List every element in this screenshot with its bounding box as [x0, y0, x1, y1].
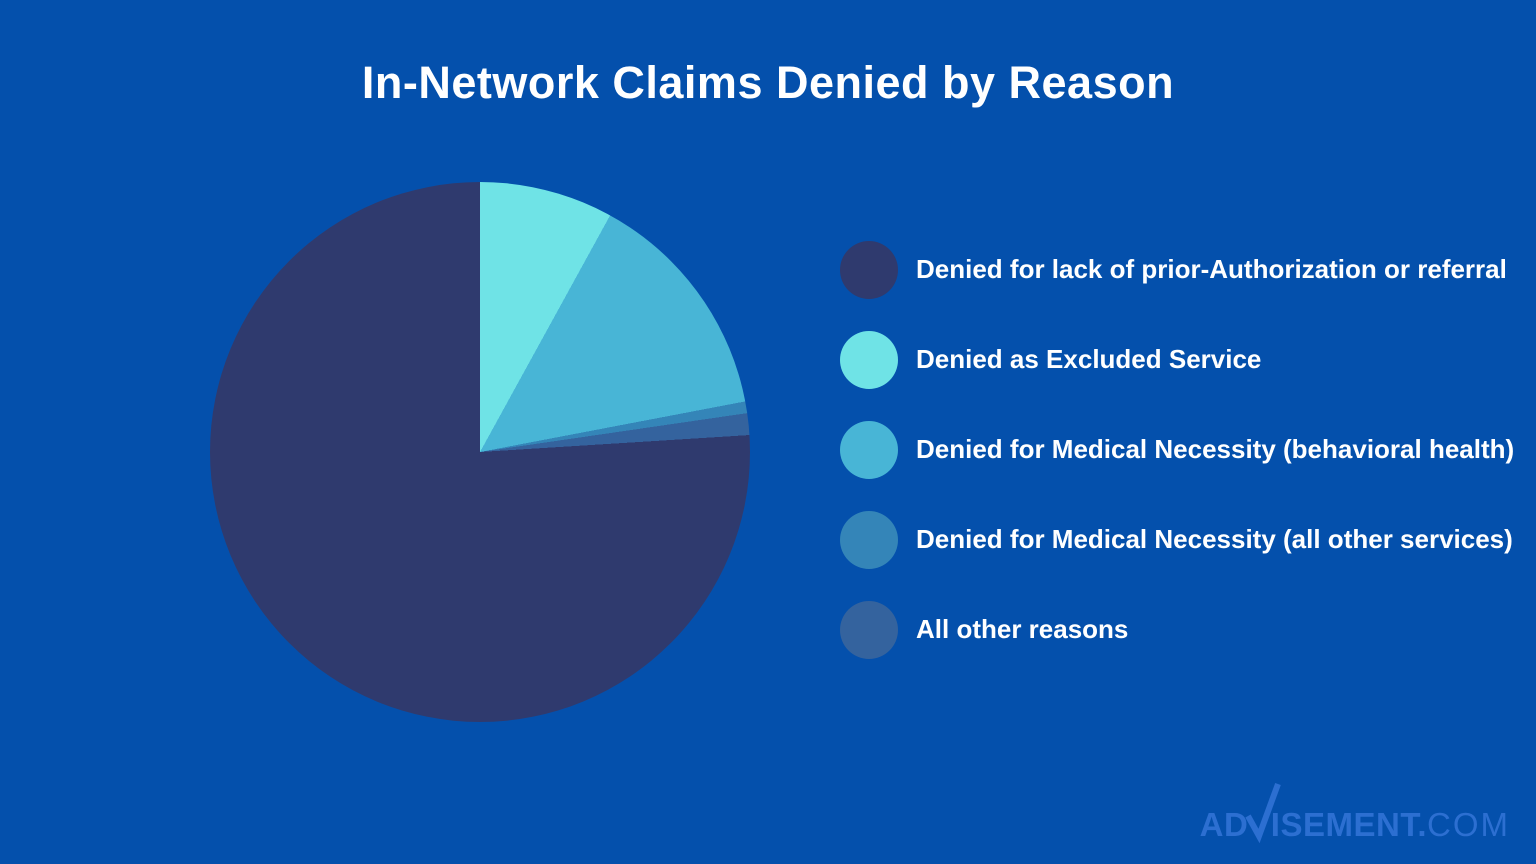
legend-item: Denied as Excluded Service: [840, 315, 1514, 405]
legend-item: Denied for Medical Necessity (all other …: [840, 495, 1514, 585]
legend-item: All other reasons: [840, 585, 1514, 675]
chart-title: In-Network Claims Denied by Reason: [361, 57, 1175, 108]
advisement-logo: ADVISEMENT.COM: [1199, 782, 1510, 844]
chart-legend: Denied for lack of prior-Authorization o…: [840, 225, 1514, 675]
legend-label: Denied for Medical Necessity (all other …: [916, 524, 1513, 555]
legend-label: Denied for lack of prior-Authorization o…: [916, 254, 1507, 285]
logo-text-bold: AD: [1199, 806, 1249, 843]
logo-text-light: COM: [1427, 806, 1510, 843]
legend-item: Denied for lack of prior-Authorization o…: [840, 225, 1514, 315]
legend-color-dot-icon: [840, 241, 898, 299]
legend-label: All other reasons: [916, 614, 1129, 645]
legend-color-dot-icon: [840, 331, 898, 389]
pie-chart: [210, 182, 750, 722]
legend-item: Denied for Medical Necessity (behavioral…: [840, 405, 1514, 495]
logo-text-bold: ISEMENT.: [1270, 806, 1427, 843]
legend-color-dot-icon: [840, 601, 898, 659]
legend-label: Denied as Excluded Service: [916, 344, 1262, 375]
logo-check-v: V: [1245, 782, 1282, 844]
logo-check-icon: [1245, 782, 1282, 844]
legend-color-dot-icon: [840, 421, 898, 479]
legend-label: Denied for Medical Necessity (behavioral…: [916, 434, 1515, 465]
legend-color-dot-icon: [840, 511, 898, 569]
